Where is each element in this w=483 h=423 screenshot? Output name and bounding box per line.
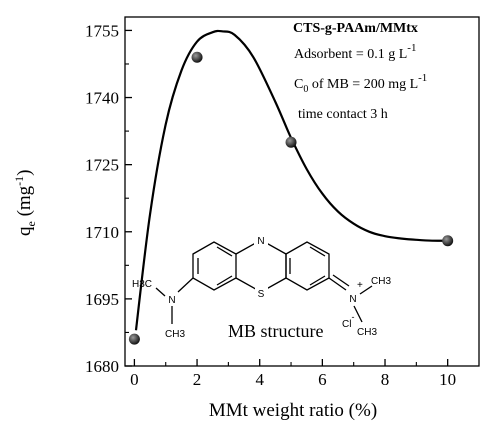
y-axis-title: qe (mg-1)	[12, 169, 38, 236]
methyl-left-top: H3C	[132, 279, 152, 290]
data-point	[128, 333, 140, 345]
series-fit-line	[134, 29, 448, 331]
legend-title: CTS-g-PAAm/MMtx	[293, 21, 418, 36]
legend: CTS-g-PAAm/MMtx Adsorbent = 0.1 g L-1 C0…	[293, 21, 427, 122]
x-tick-label: 10	[439, 370, 456, 389]
methyl-right-bottom: CH3	[357, 327, 377, 338]
y-axis-ticks: 1680 1695 1710 1725 1740 1755	[85, 21, 132, 376]
legend-initial-concentration: C0 of MB = 200 mg L-1	[294, 72, 427, 95]
x-axis-title: MMt weight ratio (%)	[209, 400, 377, 421]
methyl-right-top: CH3	[371, 276, 391, 287]
chloride-ion: Cl-	[342, 312, 354, 330]
mb-structure: N S N H3C CH3 N + CH3 CH3 Cl- MB structu…	[132, 233, 391, 341]
mb-structure-caption: MB structure	[228, 321, 323, 341]
atom-sulfur: S	[258, 289, 265, 300]
charge-plus: +	[357, 280, 363, 291]
x-tick-label: 4	[255, 370, 264, 389]
x-axis-ticks: 0 2 4 6 8 10	[130, 359, 456, 389]
y-tick-label: 1710	[85, 223, 119, 242]
methyl-left-bottom: CH3	[165, 329, 185, 340]
data-point	[285, 136, 297, 148]
x-tick-label: 0	[130, 370, 139, 389]
data-point	[191, 51, 203, 63]
y-tick-label: 1740	[85, 89, 119, 108]
plot-area-frame	[124, 16, 480, 367]
series-markers	[128, 51, 454, 345]
x-tick-label: 8	[381, 370, 390, 389]
x-tick-label: 2	[193, 370, 202, 389]
y-tick-label: 1755	[85, 21, 119, 40]
legend-adsorbent: Adsorbent = 0.1 g L-1	[294, 42, 416, 62]
atom-right-nitrogen: N	[349, 294, 356, 305]
y-tick-label: 1695	[85, 290, 119, 309]
atom-left-nitrogen: N	[168, 295, 175, 306]
x-tick-label: 6	[318, 370, 327, 389]
y-tick-label: 1725	[85, 156, 119, 175]
data-point	[442, 235, 454, 247]
y-tick-label: 1680	[85, 357, 119, 376]
atom-ring-nitrogen: N	[257, 236, 264, 247]
legend-contact-time: time contact 3 h	[298, 107, 388, 122]
